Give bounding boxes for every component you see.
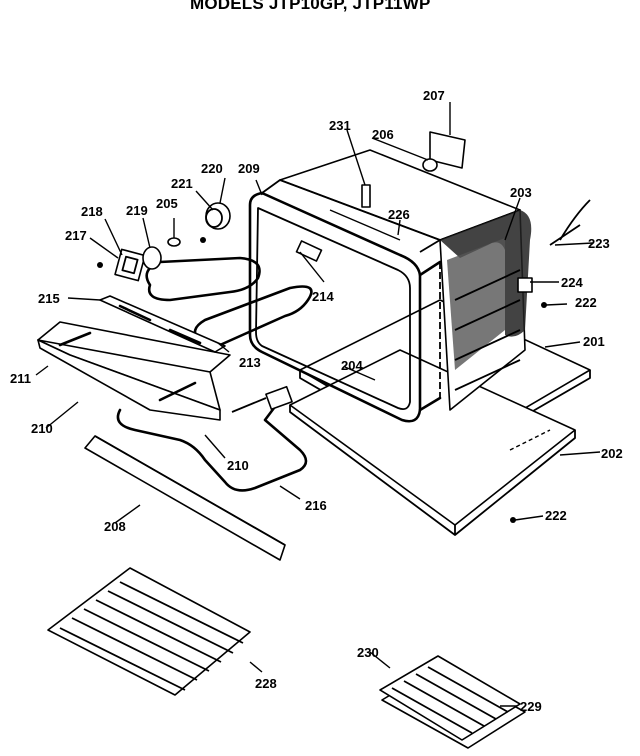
callout-208: 208	[104, 519, 126, 534]
callout-211: 211	[10, 371, 31, 386]
light-assembly	[97, 202, 231, 282]
bracket-215	[99, 295, 226, 353]
callout-221: 221	[171, 176, 193, 191]
callout-217: 217	[65, 228, 87, 243]
callout-215: 215	[38, 291, 60, 306]
callout-228: 228	[255, 676, 277, 691]
callout-213: 213	[239, 355, 261, 370]
callout-224: 224	[561, 275, 583, 290]
callout-222-upper: 222	[575, 295, 597, 310]
front-frame	[248, 179, 442, 423]
callout-214: 214	[312, 289, 334, 304]
callout-209: 209	[238, 161, 260, 176]
callout-218: 218	[81, 204, 103, 219]
callout-204: 204	[341, 358, 363, 373]
drawer-bottom-panel	[289, 349, 576, 536]
callout-222-lower: 222	[545, 508, 567, 523]
broiler-pan	[379, 655, 526, 749]
part-214-bracket	[295, 240, 323, 262]
callout-229: 229	[520, 699, 542, 714]
top-right-parts	[361, 131, 591, 523]
diagram-title: MODELS JTP10GP, JTP11WP	[190, 0, 431, 13]
trim-strip-208	[84, 435, 286, 561]
callout-230: 230	[357, 645, 379, 660]
callout-216: 216	[305, 498, 327, 513]
callout-231: 231	[329, 118, 351, 133]
oven-bottom-cover	[37, 321, 231, 421]
callout-226: 226	[388, 207, 410, 222]
callout-201: 201	[583, 334, 605, 349]
oven-rack	[47, 567, 251, 696]
callout-210-left: 210	[31, 421, 53, 436]
callout-205: 205	[156, 196, 178, 211]
callout-207: 207	[423, 88, 445, 103]
leader-lines	[35, 102, 601, 707]
callout-219: 219	[126, 203, 148, 218]
callout-203: 203	[510, 185, 532, 200]
bake-element	[116, 385, 308, 492]
callout-220: 220	[201, 161, 223, 176]
callout-223: 223	[588, 236, 610, 251]
callout-210-right: 210	[227, 458, 249, 473]
callout-206: 206	[372, 127, 394, 142]
callout-202: 202	[601, 446, 623, 461]
